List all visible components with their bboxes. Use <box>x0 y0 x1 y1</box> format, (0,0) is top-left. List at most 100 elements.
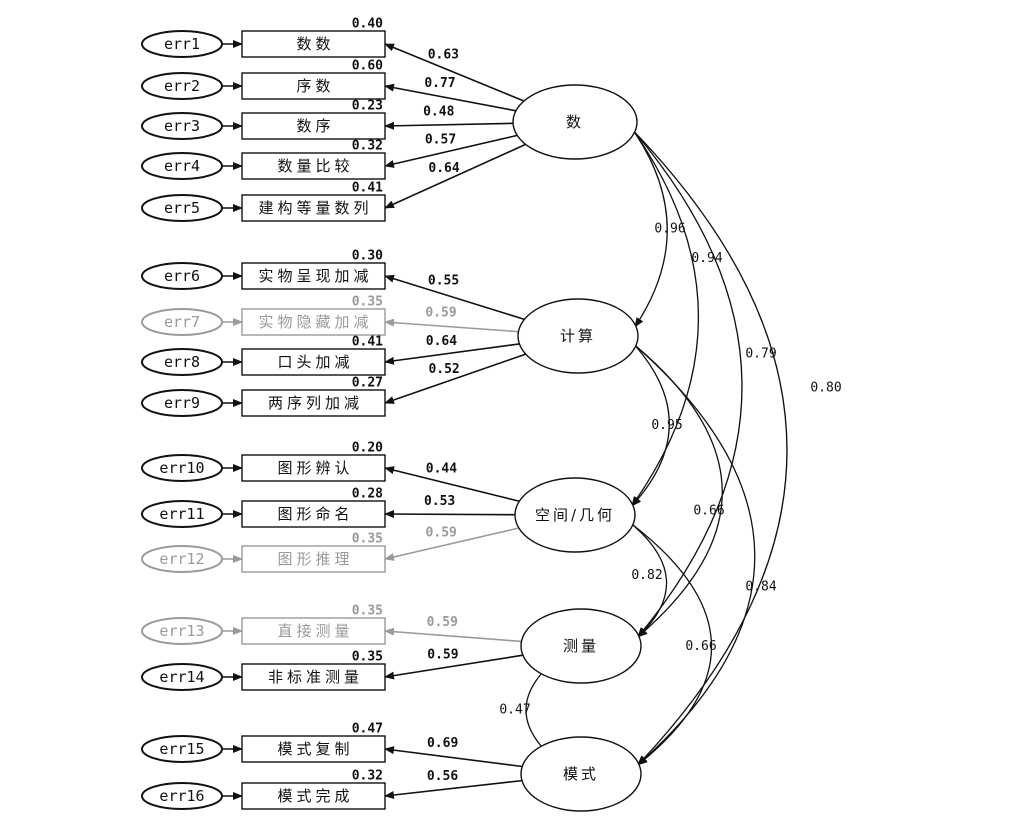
err11-label: err11 <box>159 505 204 523</box>
indicator-box-3 <box>241 112 386 140</box>
latent-num-ellipse <box>512 84 638 160</box>
correlation-value-num-pat: 0.80 <box>810 381 841 396</box>
correlation-value-num-geo: 0.94 <box>691 251 722 266</box>
err3-ellipse <box>141 112 223 140</box>
loading-path-16 <box>384 779 523 799</box>
indicator-label-3: 数序 <box>296 117 334 135</box>
loading-value-14: 0.59 <box>427 647 458 662</box>
err15-label: err15 <box>159 740 204 758</box>
loading-value-8: 0.64 <box>426 334 457 349</box>
err14-label: err14 <box>159 668 204 686</box>
loading-value-13: 0.59 <box>427 615 458 630</box>
indicator-r2-4: 0.32 <box>352 139 383 154</box>
loading-value-12: 0.59 <box>426 525 457 540</box>
correlation-value-calc-pat: 0.84 <box>745 580 776 595</box>
err4-ellipse <box>141 152 223 180</box>
loading-path-12 <box>384 527 520 561</box>
correlation-arc-num-geo <box>625 121 699 507</box>
indicator-label-7: 实物隐藏加减 <box>258 313 372 331</box>
correlation-arc-num-pat <box>624 121 788 766</box>
correlation-arc-num-calc <box>625 121 668 328</box>
indicator-box-12 <box>241 545 386 573</box>
indicator-label-11: 图形命名 <box>277 505 353 523</box>
loading-path-7 <box>384 318 519 333</box>
indicator-r2-11: 0.28 <box>352 487 383 502</box>
correlation-value-geo-meas: 0.82 <box>631 568 662 583</box>
indicator-label-9: 两序列加减 <box>268 394 363 412</box>
err9-label: err9 <box>164 394 200 412</box>
indicator-r2-5: 0.41 <box>352 181 383 196</box>
indicator-box-7 <box>241 308 386 336</box>
indicator-label-10: 图形辨认 <box>277 459 353 477</box>
err16-ellipse <box>141 782 223 810</box>
loading-value-7: 0.59 <box>425 306 456 321</box>
loading-value-5: 0.64 <box>428 161 459 176</box>
indicator-r2-10: 0.20 <box>352 441 383 456</box>
indicator-r2-7: 0.35 <box>352 295 383 310</box>
indicator-r2-12: 0.35 <box>352 532 383 547</box>
latent-meas-ellipse <box>520 608 642 684</box>
loading-path-3 <box>384 121 514 130</box>
correlation-value-num-meas: 0.79 <box>745 347 776 362</box>
err4-label: err4 <box>164 157 200 175</box>
err2-ellipse <box>141 72 223 100</box>
latent-calc-label: 计算 <box>560 327 596 345</box>
indicator-r2-3: 0.23 <box>352 99 383 114</box>
err13-label: err13 <box>159 622 204 640</box>
err11-ellipse <box>141 500 223 528</box>
correlation-arc-num-meas <box>625 121 743 638</box>
err5-ellipse <box>141 194 223 222</box>
loading-value-4: 0.57 <box>425 133 456 148</box>
indicator-box-13 <box>241 617 386 645</box>
err10-label: err10 <box>159 459 204 477</box>
correlation-arc-calc-geo <box>626 335 670 507</box>
err1-label: err1 <box>164 35 200 53</box>
err12-ellipse <box>141 545 223 573</box>
indicator-label-13: 直接测量 <box>277 622 353 640</box>
indicator-r2-15: 0.47 <box>352 722 383 737</box>
indicator-r2-8: 0.41 <box>352 335 383 350</box>
correlation-value-meas-pat: 0.47 <box>499 703 530 718</box>
loading-path-2 <box>384 83 517 112</box>
correlation-value-calc-meas: 0.66 <box>693 504 724 519</box>
loading-path-9 <box>384 353 526 404</box>
indicator-box-15 <box>241 735 386 763</box>
correlation-value-calc-geo: 0.95 <box>651 418 682 433</box>
correlation-value-num-calc: 0.96 <box>654 222 685 237</box>
indicator-label-6: 实物呈现加减 <box>258 267 372 285</box>
loading-path-6 <box>384 274 525 321</box>
err6-label: err6 <box>164 267 200 285</box>
indicator-label-8: 口头加减 <box>277 353 353 371</box>
indicator-label-14: 非标准测量 <box>268 668 363 686</box>
loading-path-11 <box>384 510 516 519</box>
correlation-arc-calc-pat <box>625 336 756 766</box>
err7-label: err7 <box>164 313 200 331</box>
latent-geo-label: 空间/几何 <box>535 506 615 524</box>
indicator-box-6 <box>241 262 386 290</box>
err8-label: err8 <box>164 353 200 371</box>
loading-value-6: 0.55 <box>428 274 459 289</box>
indicator-r2-16: 0.32 <box>352 769 383 784</box>
latent-pat-ellipse <box>520 736 642 812</box>
err14-ellipse <box>141 663 223 691</box>
indicator-r2-14: 0.35 <box>352 650 383 665</box>
err8-ellipse <box>141 348 223 376</box>
latent-geo-ellipse <box>514 477 636 553</box>
indicator-box-8 <box>241 348 386 376</box>
indicator-box-1 <box>241 30 386 58</box>
indicator-r2-1: 0.40 <box>352 17 383 32</box>
loading-value-9: 0.52 <box>428 362 459 377</box>
indicator-label-4: 数量比较 <box>277 157 353 175</box>
indicator-box-10 <box>241 454 386 482</box>
indicator-r2-13: 0.35 <box>352 604 383 619</box>
indicator-box-5 <box>241 194 386 222</box>
indicator-r2-2: 0.60 <box>352 59 383 74</box>
err13-ellipse <box>141 617 223 645</box>
indicator-label-12: 图形推理 <box>277 550 353 568</box>
correlation-arc-geo-pat <box>622 515 713 766</box>
loading-path-13 <box>384 627 522 643</box>
indicator-box-14 <box>241 663 386 691</box>
err1-ellipse <box>141 30 223 58</box>
loading-path-1 <box>384 43 525 102</box>
err15-ellipse <box>141 735 223 763</box>
